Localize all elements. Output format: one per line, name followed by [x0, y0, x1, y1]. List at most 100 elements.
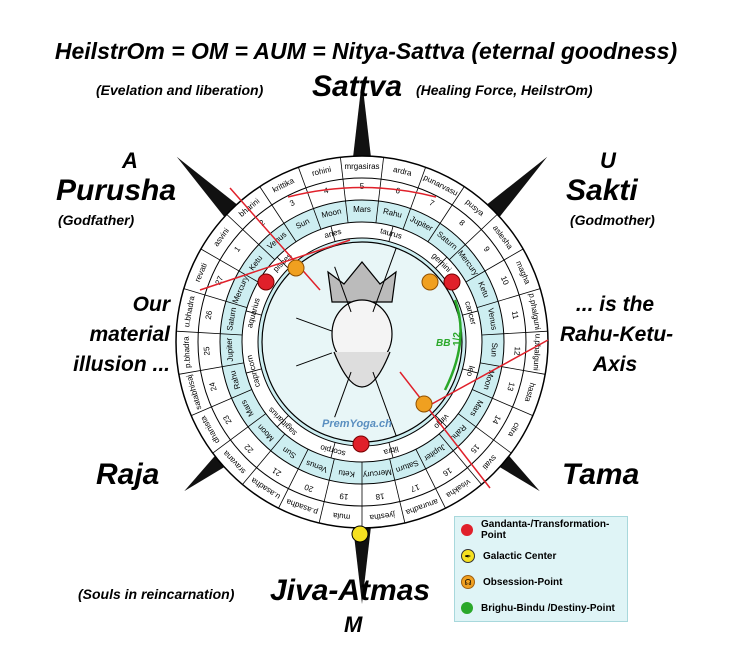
illusion-text: Our material illusion ... — [40, 290, 170, 380]
nakshatra-lord: Moon — [321, 206, 343, 219]
nakshatra-divider — [389, 458, 406, 524]
nakshatra-number: 12 — [512, 346, 522, 356]
deity-face-center — [261, 241, 463, 443]
sign-name: aries — [323, 227, 342, 240]
nakshatra-divider — [476, 288, 541, 308]
ray-line — [334, 371, 352, 418]
purusha-label: Purusha — [56, 174, 177, 207]
sakti-note: (Godmother) — [570, 212, 655, 228]
nakshatra-number: 9 — [482, 245, 492, 254]
illusion-line: material — [89, 323, 170, 346]
legend-item: Gandanta-/Transformation-Point — [455, 517, 627, 543]
sign-divider — [388, 442, 394, 459]
nakshatra-divider — [226, 214, 275, 260]
nakshatra-divider — [402, 167, 426, 230]
sign-divider — [462, 310, 479, 316]
nakshatra-number: 2 — [258, 218, 268, 228]
nakshatra-divider — [415, 449, 446, 509]
gandanta-point-icon — [352, 435, 370, 453]
sign-name: leo — [465, 365, 477, 378]
ray-line — [296, 317, 333, 332]
nakshatra-divider — [318, 458, 335, 524]
pointer-line — [199, 239, 351, 291]
beard-icon — [333, 351, 391, 388]
nakshatra-number: 4 — [323, 186, 330, 196]
nakshatra-divider — [200, 248, 259, 283]
nakshatra-number: 3 — [288, 198, 297, 208]
nakshatra-divider — [427, 186, 465, 242]
ray-line — [296, 352, 333, 367]
sign-divider — [435, 415, 448, 428]
nakshatra-lord: Ketu — [338, 468, 355, 479]
sakti-letter: U — [600, 148, 616, 173]
nakshatra-divider — [178, 362, 244, 375]
jiva-letter: M — [344, 612, 363, 637]
ray-line — [334, 266, 352, 313]
sakti-label: Sakti — [566, 174, 638, 207]
nakshatra-number: 5 — [360, 182, 365, 191]
raja-label: Raja — [96, 458, 160, 491]
sattva-right-note: (Healing Force, HeilstrOm) — [416, 82, 593, 98]
legend-label: Gandanta-/Transformation-Point — [481, 519, 610, 541]
obsession-point-icon — [415, 395, 433, 413]
nakshatra-name: jyestha — [369, 510, 397, 522]
sign-divider — [276, 415, 289, 428]
pointer-line — [399, 371, 491, 489]
jiva-note: (Souls in reincarnation) — [78, 586, 235, 602]
pointer-line — [429, 339, 549, 406]
nakshatra-name: ardra — [392, 165, 413, 178]
nakshatra-divider — [465, 248, 524, 283]
nakshatra-number: 26 — [204, 309, 215, 320]
nakshatra-lord: Rahu — [382, 207, 403, 220]
nakshatra-number: 11 — [510, 310, 520, 320]
rahu-ketu-line: Axis — [592, 353, 638, 376]
sign-divider — [462, 368, 479, 374]
red-dot-icon — [461, 524, 473, 536]
nakshatra-number: 25 — [202, 346, 212, 356]
nakshatra-divider — [438, 433, 482, 485]
legend-item: Brighu-Bindu /Destiny-Point — [455, 595, 627, 621]
crown-icon — [327, 261, 397, 303]
sign-divider — [435, 256, 448, 269]
brighu-bindu-arrow — [443, 299, 462, 391]
sign-divider — [330, 442, 336, 459]
nakshatra-divider — [481, 330, 548, 336]
illusion-line: Our — [132, 293, 170, 316]
nakshatra-divider — [458, 413, 512, 454]
nakshatra-number: 13 — [505, 381, 516, 393]
nakshatra-number: 19 — [338, 491, 348, 501]
nakshatra-divider — [472, 389, 533, 417]
sign-name: libra — [382, 444, 399, 457]
rahu-ketu-text: ... is the Rahu-Ketu- Axis — [560, 290, 674, 380]
yellow-dot-icon: ✒ — [461, 549, 475, 563]
green-dot-icon — [461, 602, 473, 614]
legend-box: Gandanta-/Transformation-Point ✒ Galacti… — [454, 516, 628, 622]
nakshatra-number: 24 — [207, 380, 218, 392]
sign-divider — [245, 310, 262, 316]
gandanta-point-icon — [443, 273, 461, 291]
nakshatra-number: 7 — [428, 198, 437, 208]
obsession-point-icon — [287, 259, 305, 277]
nakshatra-divider — [449, 214, 498, 260]
nakshatra-divider — [259, 186, 297, 242]
nakshatra-number: 20 — [303, 482, 315, 494]
nakshatra-lord: Jupiter — [225, 337, 235, 362]
obsession-point-icon — [421, 273, 439, 291]
nakshatra-number: 10 — [499, 275, 511, 287]
purusha-letter: A — [122, 148, 138, 173]
page-title: HeilstrOm = OM = AUM = Nitya-Sattva (ete… — [54, 38, 678, 64]
nakshatra-divider — [191, 389, 252, 417]
sattva-left-note: (Evelation and liberation) — [96, 82, 264, 98]
nakshatra-number: 17 — [409, 482, 421, 494]
orange-dot-icon: ☊ — [461, 575, 475, 589]
sign-divider — [388, 225, 394, 242]
rahu-ketu-line: Rahu-Ketu- — [560, 323, 674, 346]
nakshatra-divider — [375, 157, 384, 223]
illusion-line: illusion ... — [73, 353, 170, 376]
nakshatra-lord: Saturn — [225, 307, 238, 332]
sattva-label: Sattva — [312, 70, 403, 103]
legend-label: Galactic Center — [483, 550, 557, 562]
nakshatra-name: p.bhadra — [181, 336, 192, 369]
